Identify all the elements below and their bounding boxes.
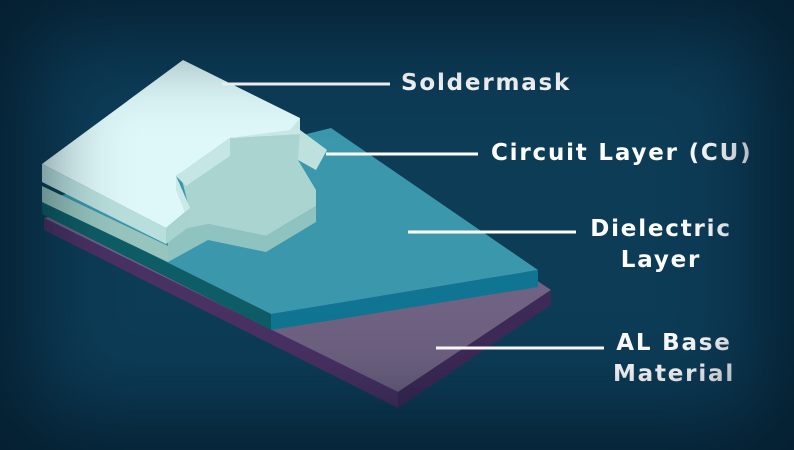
circuit-notch-face bbox=[298, 130, 327, 170]
circuit-side-band bbox=[42, 186, 168, 262]
soldermask-layer bbox=[42, 60, 300, 244]
soldermask-edge-face bbox=[166, 208, 190, 244]
dielectric-front-face bbox=[271, 270, 538, 330]
soldermask-top-face bbox=[42, 60, 300, 228]
circuit-edge-face bbox=[168, 206, 316, 262]
leader-lines bbox=[222, 82, 604, 350]
dielectric-layer-label: Dielectric Layer bbox=[586, 214, 736, 276]
al-base-material-label: AL Base Material bbox=[604, 328, 744, 390]
base-side-face bbox=[44, 218, 398, 408]
dielectric-label-line-2: Layer bbox=[620, 247, 702, 273]
soldermask-cut-face bbox=[176, 138, 230, 186]
dielectric-label-line-1: Dielectric bbox=[590, 216, 732, 242]
circuit-layer-label: Circuit Layer (CU) bbox=[491, 140, 753, 166]
dielectric-side-face bbox=[42, 200, 271, 330]
base-label-line-2: Material bbox=[612, 361, 736, 387]
soldermask-side-face bbox=[42, 164, 166, 244]
base-label-line-1: AL Base bbox=[616, 330, 732, 356]
soldermask-notch-face bbox=[230, 118, 300, 138]
soldermask-label: Soldermask bbox=[401, 70, 572, 96]
